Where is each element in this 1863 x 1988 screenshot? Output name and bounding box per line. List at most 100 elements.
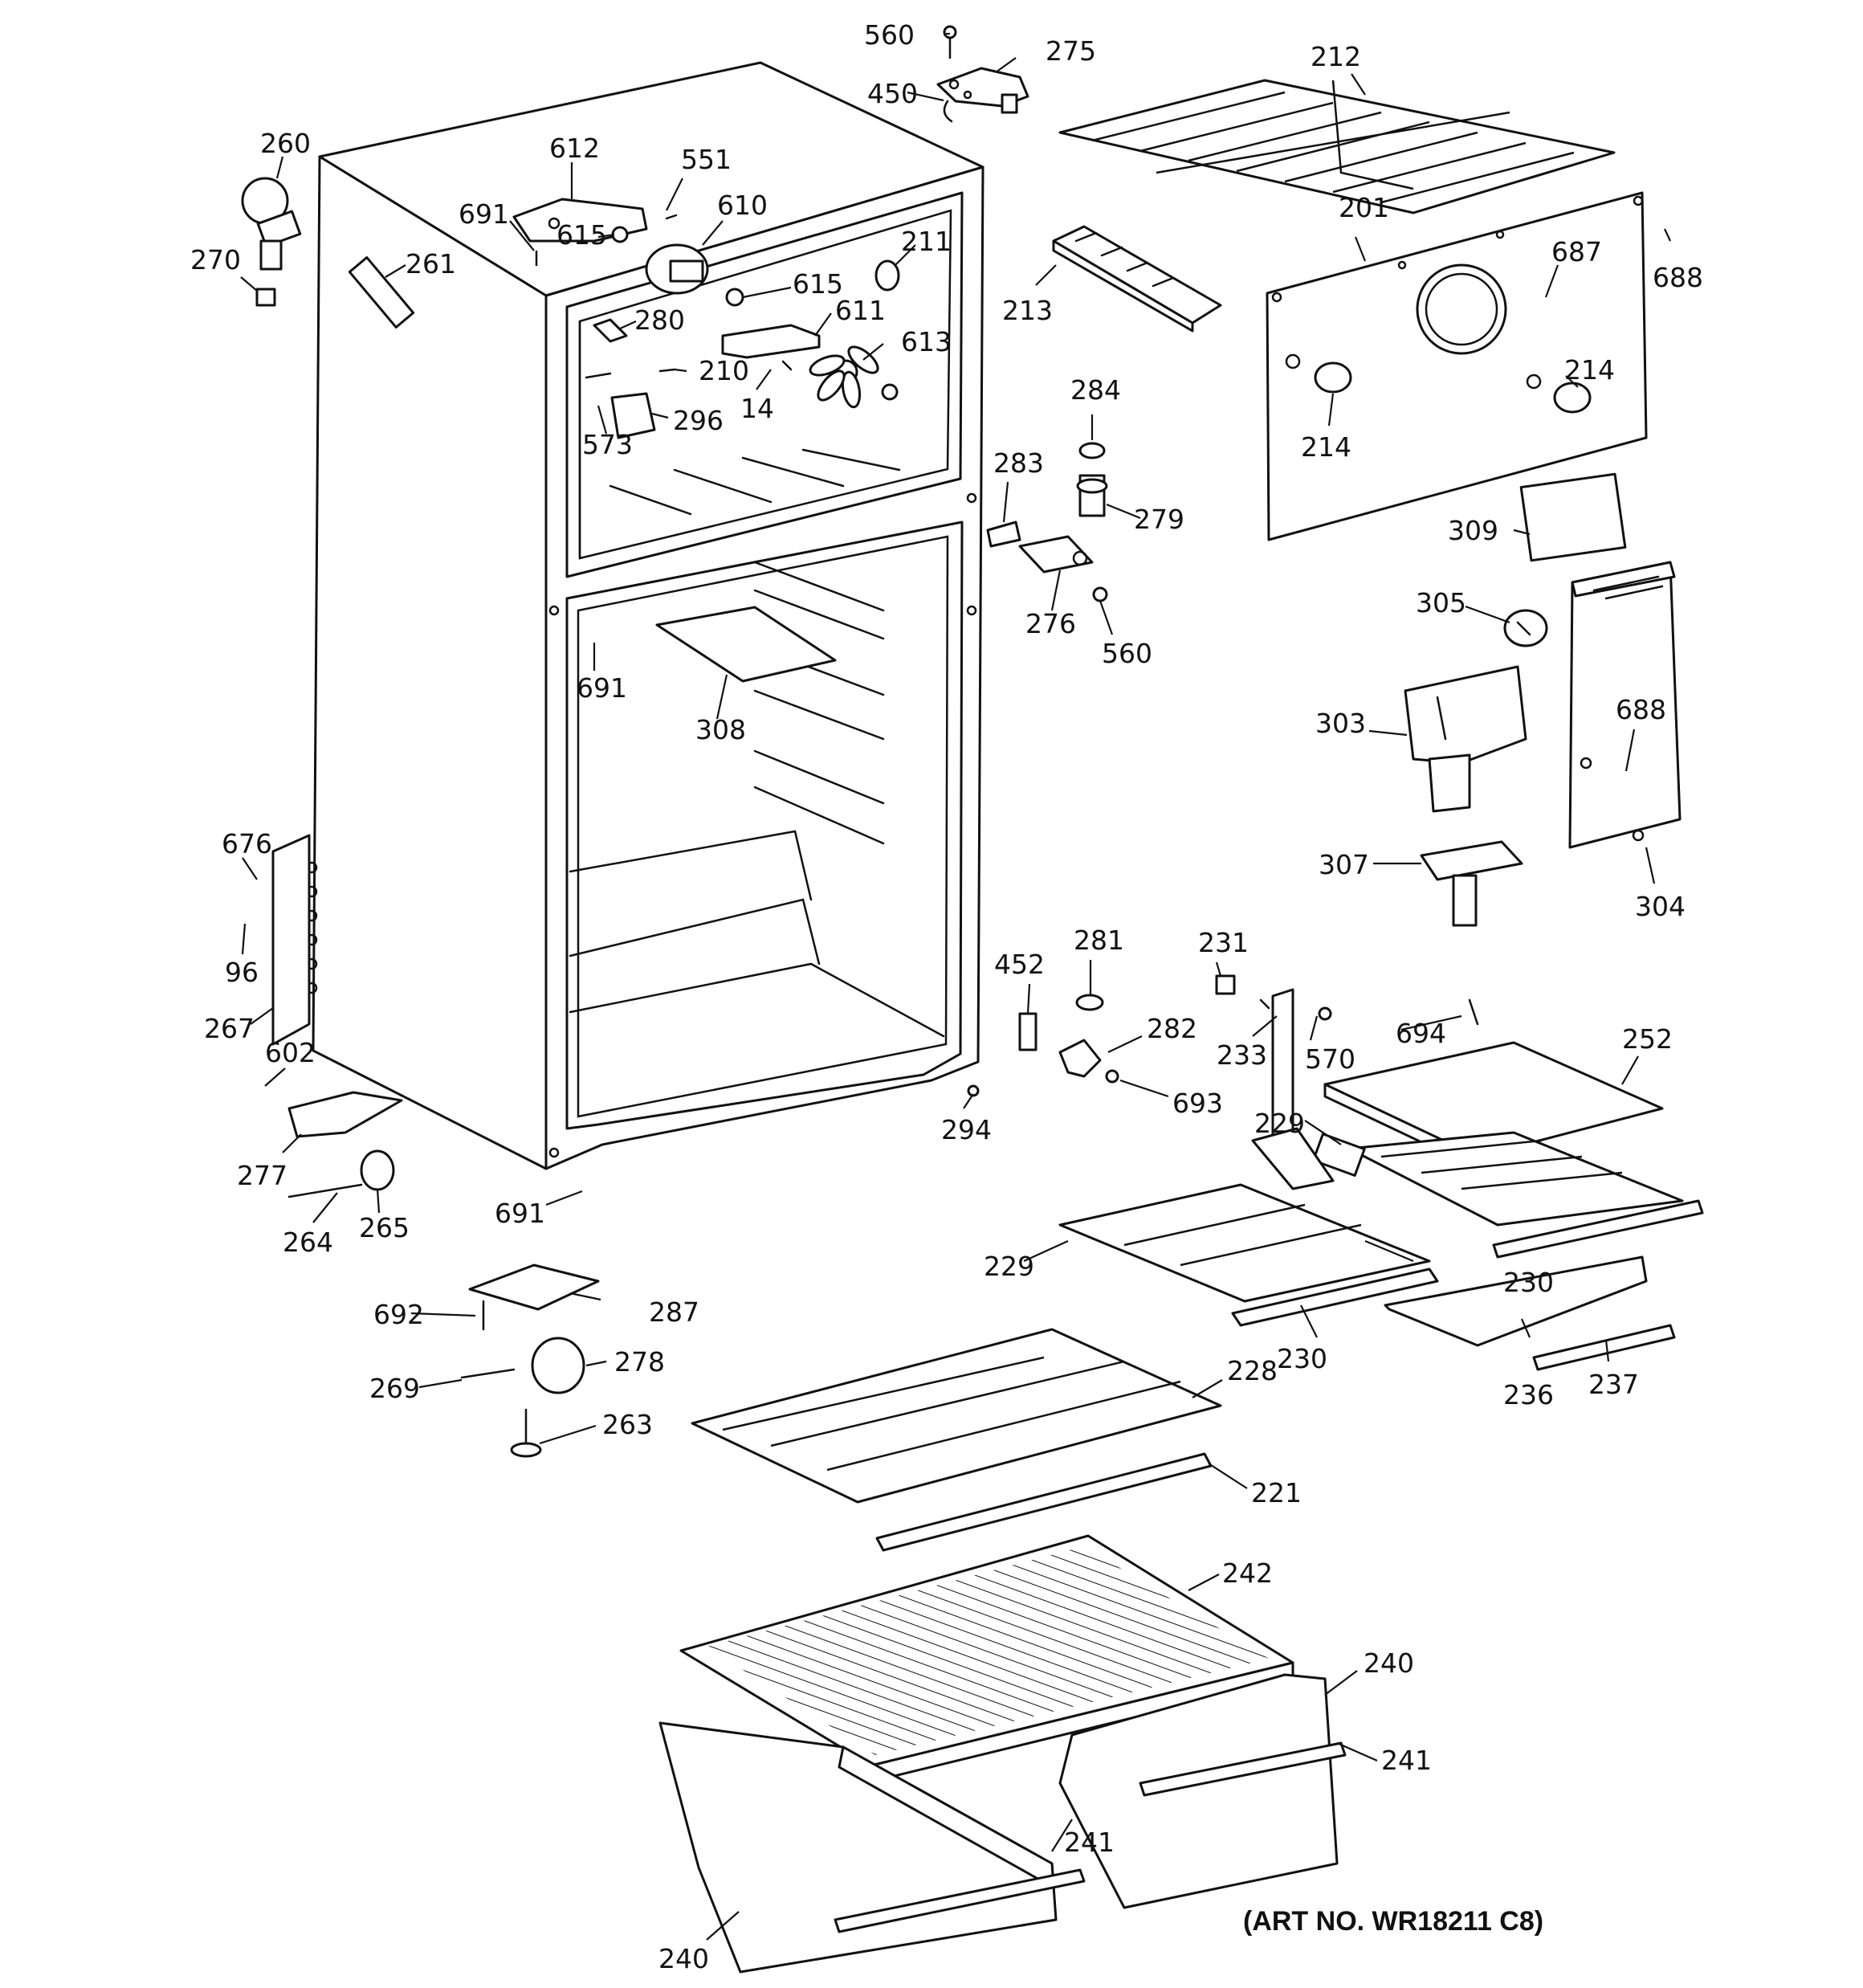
- callout-279: 279: [1134, 504, 1184, 535]
- callout-307: 307: [1319, 849, 1369, 880]
- callout-236: 236: [1503, 1379, 1554, 1410]
- base-roller-parts: [287, 1091, 403, 1198]
- callout-296: 296: [673, 405, 724, 436]
- callout-264: 264: [283, 1227, 333, 1258]
- callout-221: 221: [1251, 1477, 1302, 1508]
- callout-692: 692: [373, 1299, 424, 1330]
- callout-309: 309: [1448, 515, 1498, 546]
- shelf-trims: [1231, 1199, 1704, 1371]
- callout-labels: 560 275 450 212 260 612 551 610 691 615 …: [190, 19, 1703, 1974]
- crisper-cover: [679, 1534, 1294, 1783]
- callout-694: 694: [1396, 1018, 1446, 1049]
- callout-613: 613: [901, 326, 952, 357]
- callout-213: 213: [1002, 295, 1053, 326]
- callout-265: 265: [359, 1212, 410, 1243]
- freezer-shelf: [1058, 79, 1616, 214]
- air-diffuser: [1420, 840, 1523, 927]
- wire-shelf-right: [1311, 1131, 1684, 1227]
- leader-lines: [240, 32, 1671, 1941]
- callout-260: 260: [260, 128, 311, 159]
- leveling-parts: [460, 1263, 600, 1458]
- callout-612: 612: [549, 133, 600, 164]
- callout-610: 610: [717, 190, 768, 221]
- callout-267: 267: [204, 1013, 255, 1044]
- air-damper: [1404, 665, 1527, 813]
- callout-688-top: 688: [1653, 262, 1703, 293]
- callout-280: 280: [634, 304, 685, 336]
- callout-691-mid: 691: [577, 672, 627, 704]
- freezer-back-panel: [1266, 191, 1648, 541]
- callout-688-lower: 688: [1616, 694, 1666, 725]
- callout-277: 277: [237, 1160, 287, 1191]
- callout-240-left: 240: [658, 1943, 709, 1974]
- callout-308: 308: [695, 714, 746, 745]
- callout-252: 252: [1622, 1023, 1673, 1055]
- callout-228: 228: [1227, 1355, 1278, 1386]
- callout-211: 211: [901, 226, 952, 257]
- callout-284: 284: [1070, 374, 1121, 406]
- water-valve-parts: [241, 177, 415, 329]
- cabinet-assembly: [305, 61, 984, 1170]
- main-wire-shelf: [691, 1328, 1222, 1552]
- callout-691-bottom: 691: [495, 1198, 545, 1229]
- callout-602: 602: [265, 1037, 316, 1068]
- art-number: (ART NO. WR18211 C8): [1243, 1906, 1543, 1937]
- callout-230-left: 230: [1277, 1343, 1327, 1374]
- callout-261: 261: [406, 248, 456, 280]
- callout-231: 231: [1198, 927, 1249, 958]
- callout-615-left: 615: [556, 219, 607, 251]
- callout-303: 303: [1315, 708, 1366, 739]
- callout-570: 570: [1305, 1043, 1355, 1075]
- callout-283: 283: [993, 447, 1044, 479]
- callout-229-lower: 229: [984, 1251, 1034, 1282]
- callout-573: 573: [582, 429, 633, 460]
- callout-693: 693: [1172, 1088, 1223, 1119]
- callout-450: 450: [867, 78, 918, 109]
- control-housing: [1568, 561, 1682, 849]
- callout-560-lower: 560: [1102, 638, 1152, 669]
- callout-242: 242: [1222, 1557, 1273, 1589]
- callout-294: 294: [941, 1114, 992, 1145]
- callout-212: 212: [1311, 41, 1361, 72]
- callout-275: 275: [1046, 35, 1096, 67]
- wire-shelf-left: [1058, 1127, 1431, 1303]
- callout-560: 560: [864, 19, 915, 51]
- center-hinge: [986, 442, 1108, 602]
- callout-691-top: 691: [459, 198, 509, 230]
- ice-tray: [1052, 225, 1222, 333]
- callout-611: 611: [835, 295, 886, 326]
- callout-615-right: 615: [793, 268, 843, 300]
- info-label: [1519, 472, 1627, 562]
- callout-278: 278: [614, 1346, 665, 1378]
- callout-676: 676: [222, 828, 272, 859]
- callout-276: 276: [1025, 608, 1076, 639]
- callout-210: 210: [699, 355, 749, 386]
- callout-263: 263: [602, 1409, 653, 1440]
- callout-214-left: 214: [1301, 431, 1351, 463]
- side-bracket: [271, 834, 311, 1046]
- evaporator-fan-parts: [512, 198, 900, 439]
- callout-201: 201: [1339, 192, 1389, 223]
- callout-229-upper: 229: [1254, 1108, 1305, 1139]
- callout-269: 269: [369, 1373, 420, 1404]
- callout-241-center: 241: [1064, 1827, 1115, 1858]
- air-duct-cover: [655, 606, 837, 683]
- callout-305: 305: [1416, 587, 1466, 618]
- callout-282: 282: [1147, 1013, 1197, 1044]
- callout-96: 96: [225, 957, 259, 988]
- callout-233: 233: [1217, 1039, 1267, 1071]
- temperature-knob: [1503, 609, 1548, 647]
- top-hinge: [936, 25, 1029, 123]
- callout-14: 14: [740, 393, 774, 424]
- callout-241-right: 241: [1381, 1745, 1432, 1776]
- callout-240-right: 240: [1364, 1647, 1414, 1679]
- callout-551: 551: [681, 144, 732, 175]
- callout-281: 281: [1074, 925, 1124, 956]
- callout-687: 687: [1551, 236, 1602, 267]
- crisper-drawers: [658, 1673, 1347, 1974]
- callout-270: 270: [190, 244, 241, 276]
- callout-230-right: 230: [1503, 1267, 1554, 1298]
- callout-287: 287: [649, 1296, 699, 1328]
- callout-452: 452: [994, 949, 1045, 980]
